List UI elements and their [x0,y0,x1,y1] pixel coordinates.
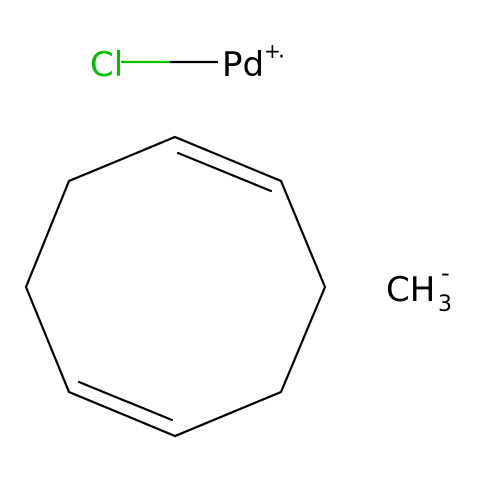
ring-double-bond-upper [176,151,273,193]
palladium-atom: Pd + · [222,39,285,85]
ring-double-bond-lower [77,380,174,422]
palladium-radical-dot: · [278,45,285,70]
palladium-charge: + [264,39,281,63]
chlorine-atom-label: Cl [90,45,123,85]
methyl-charge: - [441,259,450,287]
palladium-atom-label: Pd [222,45,264,85]
methyl-subscript: 3 [438,292,452,317]
ring-outline [24,135,327,438]
cyclooctadiene-ring [24,135,327,438]
methyl-anion: CH 3 - [386,259,452,317]
methyl-label: CH [386,270,435,310]
